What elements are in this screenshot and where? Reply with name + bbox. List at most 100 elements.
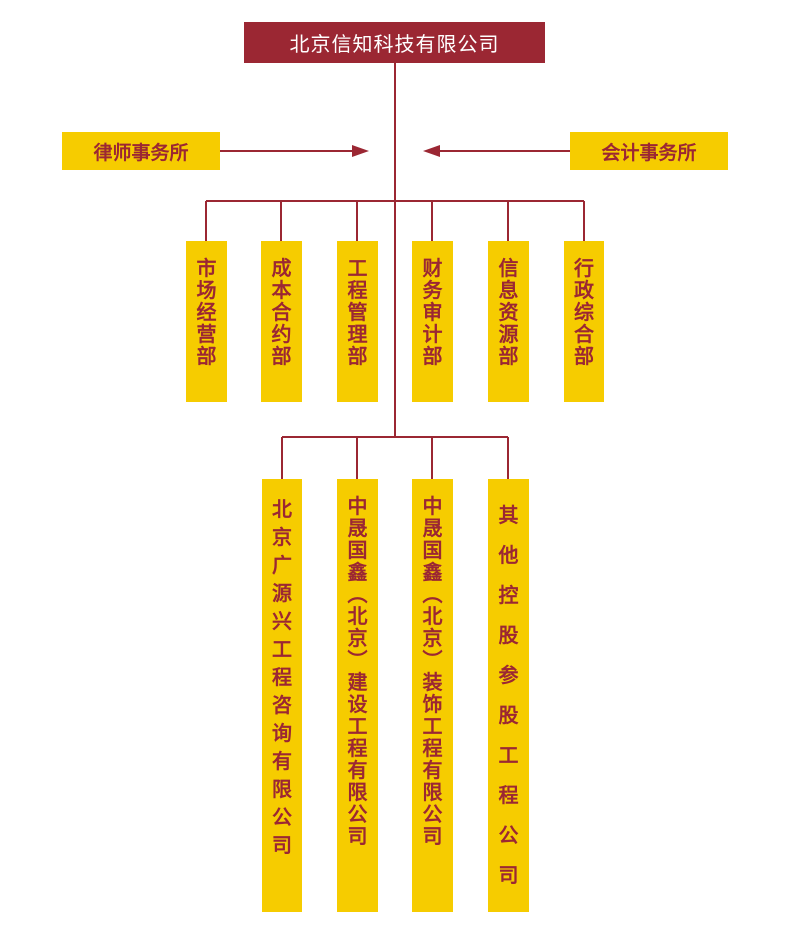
label-character: 兴 — [272, 609, 292, 633]
label-character: 部 — [271, 344, 292, 368]
accounting-firm-box: 会计事务所 — [570, 132, 728, 170]
label-character: 装 — [422, 670, 443, 694]
label-character: 有 — [347, 758, 368, 782]
label-character: 部 — [196, 344, 217, 368]
label-character: 公 — [347, 802, 368, 826]
label-character: 建 — [347, 670, 368, 694]
label-character: 工 — [347, 256, 368, 280]
label-character: 有 — [272, 749, 292, 773]
label-character: 设 — [347, 692, 368, 716]
label-character: ︶ — [347, 648, 368, 672]
label-character: 司 — [347, 824, 368, 848]
label-character: 咨 — [272, 693, 292, 717]
label-character: 控 — [498, 583, 519, 607]
label-character: 司 — [272, 833, 292, 857]
label-character: 其 — [498, 503, 519, 527]
company-box-other-holdings: 其他控股参股工程公司 — [488, 479, 529, 912]
label-character: ︵ — [422, 582, 443, 606]
label-character: 成 — [271, 256, 292, 280]
label-character: 股 — [498, 623, 519, 647]
label-character: 国 — [347, 538, 368, 562]
label-character: 审 — [422, 300, 443, 324]
label-character: 工 — [498, 743, 519, 767]
label-character: 工 — [422, 714, 443, 738]
label-character: 部 — [498, 344, 519, 368]
department-box-engineering: 工程管理部 — [337, 241, 378, 402]
label-character: 饰 — [422, 692, 443, 716]
label-character: 部 — [422, 344, 443, 368]
department-box-finance-audit: 财务审计部 — [412, 241, 453, 402]
company-box-zhongsheng-decoration: 中晟国鑫︵北京︶装饰工程有限公司 — [412, 479, 453, 912]
company-box-zhongsheng-construction: 中晟国鑫︵北京︶建设工程有限公司 — [337, 479, 378, 912]
department-box-marketing: 市场经营部 — [186, 241, 227, 402]
label-character: 部 — [574, 344, 594, 368]
label-character: 程 — [422, 736, 443, 760]
label-character: 约 — [271, 322, 292, 346]
label-character: 源 — [498, 322, 519, 346]
label-character: 息 — [498, 278, 519, 302]
label-character: 合 — [574, 322, 594, 346]
company-box-guangyuanxing: 北京广源兴工程咨询有限公司 — [262, 479, 302, 912]
label-character: 国 — [422, 538, 443, 562]
label-character: 经 — [196, 300, 217, 324]
label-character: 营 — [196, 322, 217, 346]
label-character: 晟 — [347, 516, 368, 540]
label-character: 工 — [347, 714, 368, 738]
label-character: 程 — [498, 783, 519, 807]
label-character: 行 — [574, 256, 594, 280]
label-character: ︵ — [347, 582, 368, 606]
label-character: 政 — [574, 278, 594, 302]
label-character: 财 — [422, 256, 443, 280]
label-character: 部 — [347, 344, 368, 368]
label-character: 公 — [498, 823, 519, 847]
label-character: 京 — [272, 525, 292, 549]
law-firm-box: 律师事务所 — [62, 132, 220, 170]
label-character: 京 — [422, 626, 443, 650]
label-character: 有 — [422, 758, 443, 782]
label-character: 京 — [347, 626, 368, 650]
label-character: 场 — [196, 278, 217, 302]
label-character: ︶ — [422, 648, 443, 672]
label-character: 北 — [347, 604, 368, 628]
label-character: 资 — [498, 300, 519, 324]
label-character: 北 — [272, 497, 292, 521]
department-box-information: 信息资源部 — [488, 241, 529, 402]
label-character: 司 — [422, 824, 443, 848]
label-character: 理 — [347, 322, 368, 346]
label-character: 程 — [347, 736, 368, 760]
left-arrow-head — [352, 145, 369, 157]
label-character: 晟 — [422, 516, 443, 540]
label-character: 他 — [498, 543, 519, 567]
label-character: 鑫 — [347, 560, 368, 584]
company-title-box: 北京信知科技有限公司 — [244, 22, 545, 63]
label-character: 工 — [272, 637, 292, 661]
label-character: 务 — [422, 278, 443, 302]
label-character: 程 — [347, 278, 368, 302]
label-character: 中 — [422, 494, 443, 518]
label-character: 市 — [196, 256, 217, 280]
label-character: 广 — [272, 553, 292, 577]
label-character: 限 — [347, 780, 368, 804]
label-character: 信 — [498, 256, 519, 280]
label-character: 合 — [271, 300, 292, 324]
label-character: 参 — [498, 663, 519, 687]
department-box-cost-contract: 成本合约部 — [261, 241, 302, 402]
label-character: 综 — [574, 300, 594, 324]
label-character: 公 — [272, 805, 292, 829]
label-character: 本 — [271, 278, 292, 302]
label-character: 程 — [272, 665, 292, 689]
label-character: 限 — [422, 780, 443, 804]
label-character: 公 — [422, 802, 443, 826]
label-character: 鑫 — [422, 560, 443, 584]
label-character: 中 — [347, 494, 368, 518]
label-character: 询 — [272, 721, 292, 745]
label-character: 司 — [498, 863, 519, 887]
label-character: 北 — [422, 604, 443, 628]
department-box-administration: 行政综合部 — [564, 241, 604, 402]
label-character: 管 — [347, 300, 368, 324]
label-character: 源 — [272, 581, 292, 605]
right-arrow-head — [423, 145, 440, 157]
label-character: 计 — [422, 322, 443, 346]
